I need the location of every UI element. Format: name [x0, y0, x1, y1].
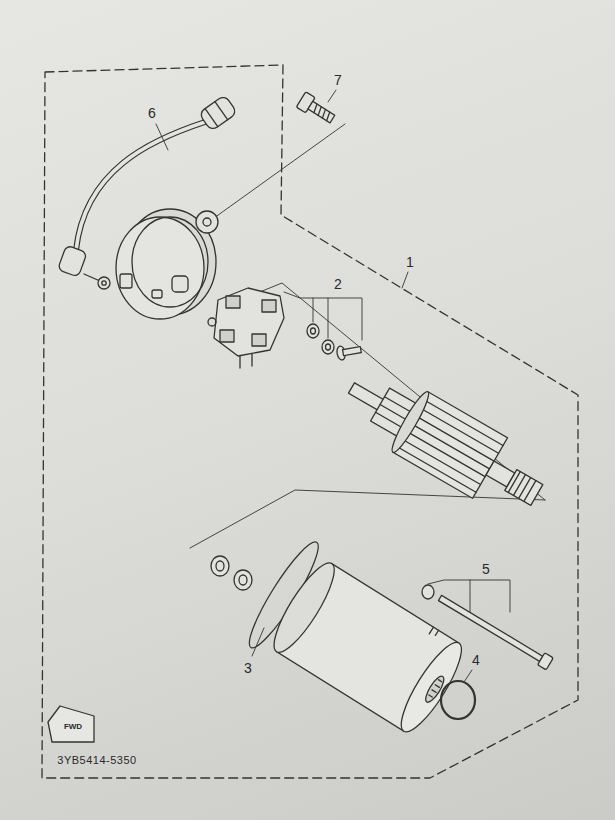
leader-line [402, 272, 408, 288]
callout-number: 1 [406, 255, 414, 269]
guide-line [190, 490, 545, 548]
screw [336, 343, 362, 361]
label-holder: 6 [148, 106, 156, 120]
washer [422, 585, 434, 599]
label-holder: 3YB5414-5350 [57, 755, 136, 766]
label-holder: 4 [472, 653, 480, 667]
leader-line [156, 124, 168, 150]
leader-line [328, 90, 336, 102]
leader-line [464, 670, 472, 682]
label-holder: FWD [64, 723, 82, 731]
label-holder: 5 [482, 562, 490, 576]
callout-number: 5 [482, 562, 490, 576]
label-holder: 3 [244, 661, 252, 675]
callout-number: 6 [148, 106, 156, 120]
label-holder: 2 [334, 277, 342, 291]
callout-number: 3 [244, 661, 252, 675]
leader-line [252, 628, 264, 656]
washer [307, 324, 334, 354]
callout-number: 7 [334, 73, 342, 87]
guide-line [214, 124, 345, 218]
washer [211, 556, 252, 590]
fwd-arrow-icon [48, 706, 94, 742]
label-holder: 1 [406, 255, 414, 269]
callout-bracket [284, 292, 362, 340]
assembly-boundary [42, 65, 578, 778]
yoke-housing [241, 536, 476, 747]
label-holder: 7 [334, 73, 342, 87]
long-bolt [436, 592, 553, 670]
fwd-label: FWD [64, 723, 82, 731]
guide-line [240, 283, 545, 500]
part-code: 3YB5414-5350 [57, 755, 136, 766]
o-ring [441, 681, 475, 719]
callout-number: 4 [472, 653, 480, 667]
callout-number: 2 [334, 277, 342, 291]
rear-cover [116, 209, 218, 319]
brush-holder [208, 288, 284, 368]
armature [334, 358, 554, 526]
callout-bracket [428, 580, 510, 612]
